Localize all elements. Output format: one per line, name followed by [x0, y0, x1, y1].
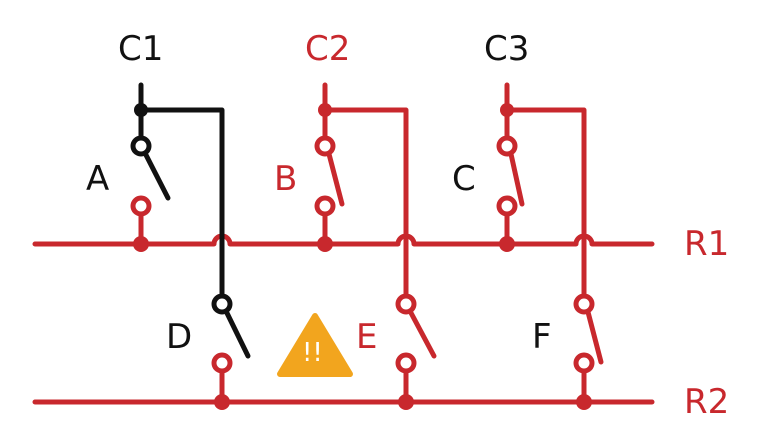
column-c1-junction [134, 103, 148, 117]
row-label-r2: R2 [684, 382, 730, 422]
switch-d-lever [223, 308, 251, 359]
column-label-c2: C2 [305, 29, 351, 69]
switch-b-top-terminal [314, 135, 336, 157]
warning-text: !! [302, 338, 323, 368]
switch-a-lever [142, 150, 171, 201]
row-label-r1: R1 [684, 224, 730, 264]
switch-e-lever [407, 308, 437, 359]
switch-e-row-junction [398, 394, 414, 410]
column-c3-junction [500, 103, 514, 117]
column-label-c1: C1 [118, 29, 164, 69]
switch-b-row-junction [317, 236, 333, 252]
switch-b [314, 135, 345, 252]
switch-label-d: D [166, 317, 193, 357]
switch-b-lever [326, 151, 345, 207]
column-c1-wires [134, 82, 225, 301]
column-c2-vertical [322, 107, 409, 301]
switch-c-lever [508, 151, 525, 207]
switch-c-top-terminal [496, 135, 518, 157]
switch-f [573, 293, 604, 410]
switch-d-row-junction [214, 394, 230, 410]
switch-label-a: A [86, 159, 110, 199]
switch-f-lever [585, 309, 604, 365]
switch-label-f: F [532, 317, 552, 357]
switch-label-e: E [356, 317, 378, 357]
switch-c-row-junction [499, 236, 515, 252]
switch-f-top-terminal [573, 293, 595, 315]
row-wire-r1 [32, 233, 655, 247]
column-c3-vertical [504, 107, 587, 301]
switch-d-top-terminal [211, 293, 233, 315]
switch-c [496, 135, 525, 252]
switch-a-top-terminal [130, 135, 152, 157]
column-label-c3: C3 [484, 29, 530, 69]
switch-a-row-junction [133, 236, 149, 252]
switch-label-b: B [274, 159, 298, 199]
switch-e [395, 293, 437, 410]
switch-label-c: C [452, 159, 476, 199]
column-c2-junction [318, 103, 332, 117]
switch-f-row-junction [576, 394, 592, 410]
column-c1-vertical [138, 107, 225, 301]
warning-triangle-icon [277, 313, 353, 377]
column-c3-wires [500, 82, 587, 301]
switch-e-top-terminal [395, 293, 417, 315]
switch-a [130, 135, 171, 252]
switch-d [211, 293, 251, 410]
column-c2-wires [318, 82, 409, 301]
